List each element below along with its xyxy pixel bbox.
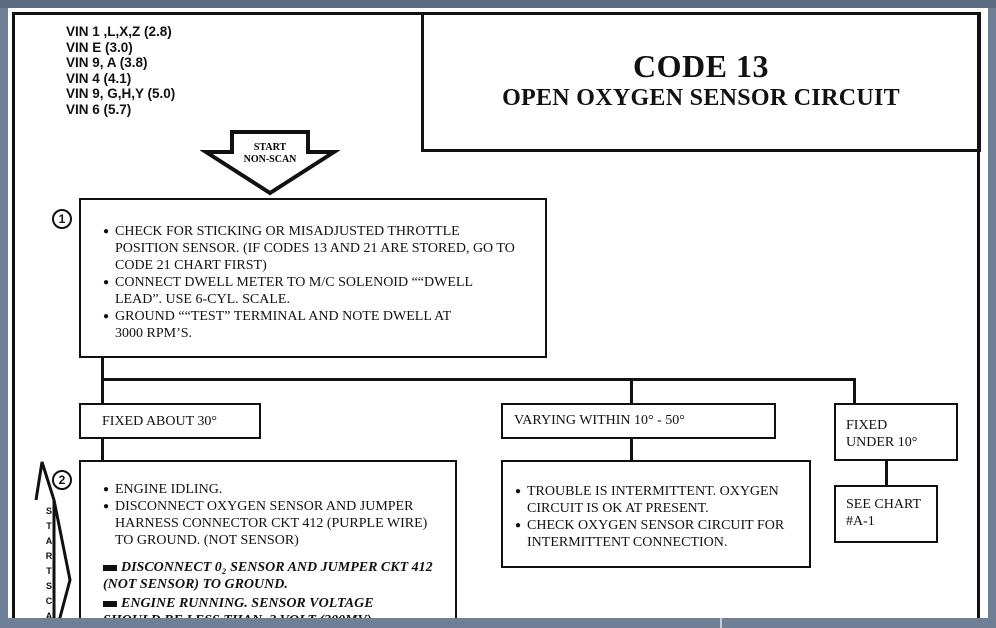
branch-fixed-30: FIXED ABOUT 30° bbox=[79, 403, 261, 439]
step-number-1: 1 bbox=[52, 209, 72, 229]
step1-bullet: GROUND ““TEST” TERMINAL AND NOTE DWELL A… bbox=[103, 308, 470, 342]
branch-fixed-under-10-line1: FIXED bbox=[846, 418, 888, 433]
vin-line: VIN 1 ,L,X,Z (2.8) bbox=[66, 24, 172, 39]
start-scan-label: START SCA bbox=[45, 504, 55, 618]
branch-fixed-under-10-line2: UNDER 10° bbox=[846, 435, 918, 450]
vin-list: VIN 1 ,L,X,Z (2.8) VIN E (3.0) VIN 9, A … bbox=[66, 24, 175, 118]
title-box: CODE 13 OPEN OXYGEN SENSOR CIRCUIT bbox=[421, 12, 981, 152]
intermittent-bullet: CHECK OXYGEN SENSOR CIRCUIT FOR INTERMIT… bbox=[515, 517, 787, 551]
intermittent-bullet: TROUBLE IS INTERMITTENT. OXYGEN CIRCUIT … bbox=[515, 483, 787, 517]
vin-line: VIN 9, A (3.8) bbox=[66, 55, 148, 71]
see-chart-line1: SEE CHART bbox=[846, 497, 921, 512]
page-frame bbox=[12, 12, 980, 618]
vin-line: VIN 4 (4.1) bbox=[66, 70, 132, 86]
connector-line bbox=[101, 358, 104, 404]
arrow-label-start: START bbox=[254, 142, 287, 153]
intermittent-box: TROUBLE IS INTERMITTENT. OXYGEN CIRCUIT … bbox=[501, 460, 811, 568]
arrow-label-non-scan: NON-SCAN bbox=[244, 154, 298, 165]
branch-varying: VARYING WITHIN 10° - 50° bbox=[501, 403, 776, 439]
connector-line bbox=[853, 378, 856, 404]
connector-line bbox=[101, 378, 856, 381]
scan-step-line: DISCONNECT 0₂ SENSOR AND JUMPER CKT 412 … bbox=[103, 559, 433, 593]
step2-box: ENGINE IDLING. DISCONNECT OXYGEN SENSOR … bbox=[79, 460, 457, 618]
vin-line: VIN 9, G,H,Y (5.0) bbox=[66, 86, 176, 102]
start-non-scan-arrow: START NON-SCAN bbox=[200, 130, 340, 196]
step1-box: CHECK FOR STICKING OR MISADJUSTED THROTT… bbox=[79, 198, 547, 358]
step-number-2: 2 bbox=[52, 470, 72, 490]
connector-line bbox=[101, 439, 104, 461]
start-scan-arrow bbox=[34, 461, 72, 618]
start-scan-letters: START SCA bbox=[45, 506, 53, 618]
step1-bullet: CONNECT DWELL METER TO M/C SOLENOID ““DW… bbox=[103, 274, 515, 308]
connector-line bbox=[630, 378, 633, 404]
viewer-top-bar bbox=[0, 0, 996, 8]
connector-line bbox=[885, 461, 888, 485]
scan-step-text: ENGINE RUNNING. SENSOR VOLTAGE SHOULD BE… bbox=[103, 596, 374, 618]
step2-bullet: DISCONNECT OXYGEN SENSOR AND JUMPER HARN… bbox=[103, 498, 445, 549]
viewer-bottom-bar bbox=[0, 618, 996, 628]
branch-varying-label: VARYING WITHIN 10° - 50° bbox=[514, 413, 685, 428]
see-chart-box: SEE CHART #A-1 bbox=[834, 485, 938, 543]
vin-line: VIN E (3.0) bbox=[66, 39, 133, 55]
connector-line bbox=[630, 439, 633, 461]
step2-bullet: ENGINE IDLING. bbox=[103, 481, 455, 498]
see-chart-line2: #A-1 bbox=[846, 514, 875, 529]
code-title: CODE 13 bbox=[633, 48, 769, 84]
code-subtitle: OPEN OXYGEN SENSOR CIRCUIT bbox=[502, 85, 900, 111]
step1-bullet: CHECK FOR STICKING OR MISADJUSTED THROTT… bbox=[103, 223, 515, 274]
document-page: VIN 1 ,L,X,Z (2.8) VIN E (3.0) VIN 9, A … bbox=[8, 8, 988, 618]
vin-line: VIN 6 (5.7) bbox=[66, 101, 132, 117]
scan-step-line: ENGINE RUNNING. SENSOR VOLTAGE SHOULD BE… bbox=[103, 595, 433, 618]
scan-step-text: DISCONNECT 0₂ SENSOR AND JUMPER CKT 412 … bbox=[103, 560, 433, 592]
branch-fixed-under-10: FIXED UNDER 10° bbox=[834, 403, 958, 461]
